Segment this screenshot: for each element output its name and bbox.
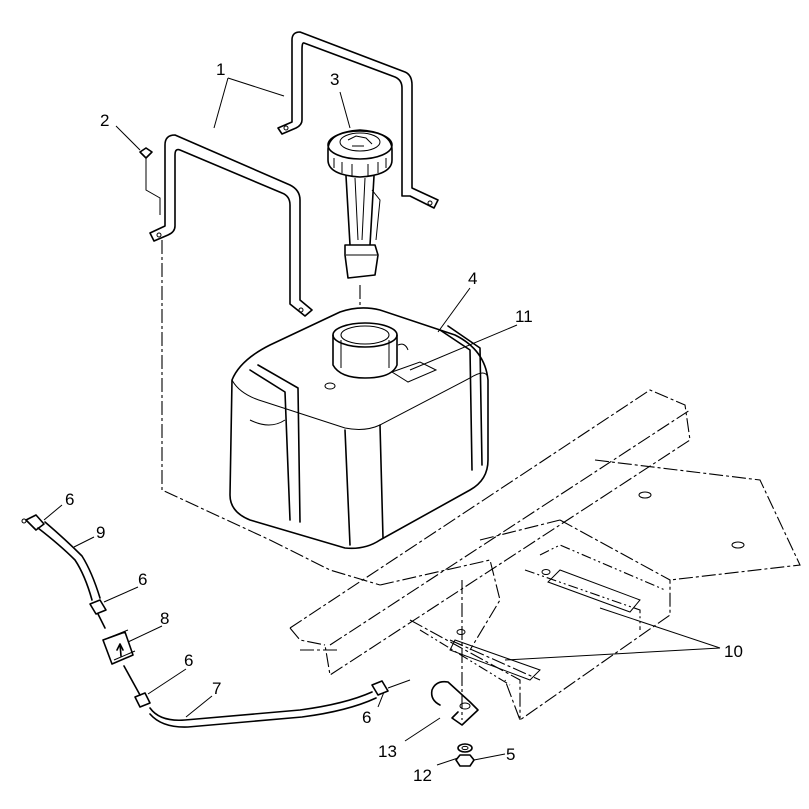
callout-9: 9 xyxy=(96,523,105,542)
leader-lines xyxy=(43,77,721,766)
callout-1: 1 xyxy=(216,60,225,79)
fuel-line-upper xyxy=(37,521,101,601)
tank-strap-rear xyxy=(277,31,439,209)
callout-3: 3 xyxy=(330,70,339,89)
washer xyxy=(457,743,473,753)
frame-rail xyxy=(289,389,801,721)
callout-12: 12 xyxy=(413,766,432,785)
hose-clamp-3 xyxy=(134,692,151,708)
callout-6c: 6 xyxy=(184,651,193,670)
callout-6d: 6 xyxy=(362,708,371,727)
callout-5: 5 xyxy=(506,745,515,764)
fuel-filter xyxy=(97,613,141,696)
callout-2: 2 xyxy=(100,111,109,130)
callout-10: 10 xyxy=(724,642,743,661)
fuel-line-lower xyxy=(149,691,377,728)
callout-6b: 6 xyxy=(138,570,147,589)
hose-clamp-4 xyxy=(371,679,411,696)
callout-7: 7 xyxy=(212,679,221,698)
hose-clamp-2 xyxy=(89,599,107,615)
callout-4: 4 xyxy=(468,269,477,288)
callout-6a: 6 xyxy=(65,490,74,509)
hose-clip xyxy=(430,680,479,726)
callout-8: 8 xyxy=(160,609,169,628)
hose-clamp-1 xyxy=(21,514,45,531)
callout-11: 11 xyxy=(515,307,533,326)
screw xyxy=(139,147,161,215)
callout-13: 13 xyxy=(378,742,397,761)
tank-strap-front xyxy=(149,134,313,317)
fuel-cap-gauge xyxy=(327,129,393,279)
fuel-tank xyxy=(229,307,489,550)
nut xyxy=(455,754,475,767)
